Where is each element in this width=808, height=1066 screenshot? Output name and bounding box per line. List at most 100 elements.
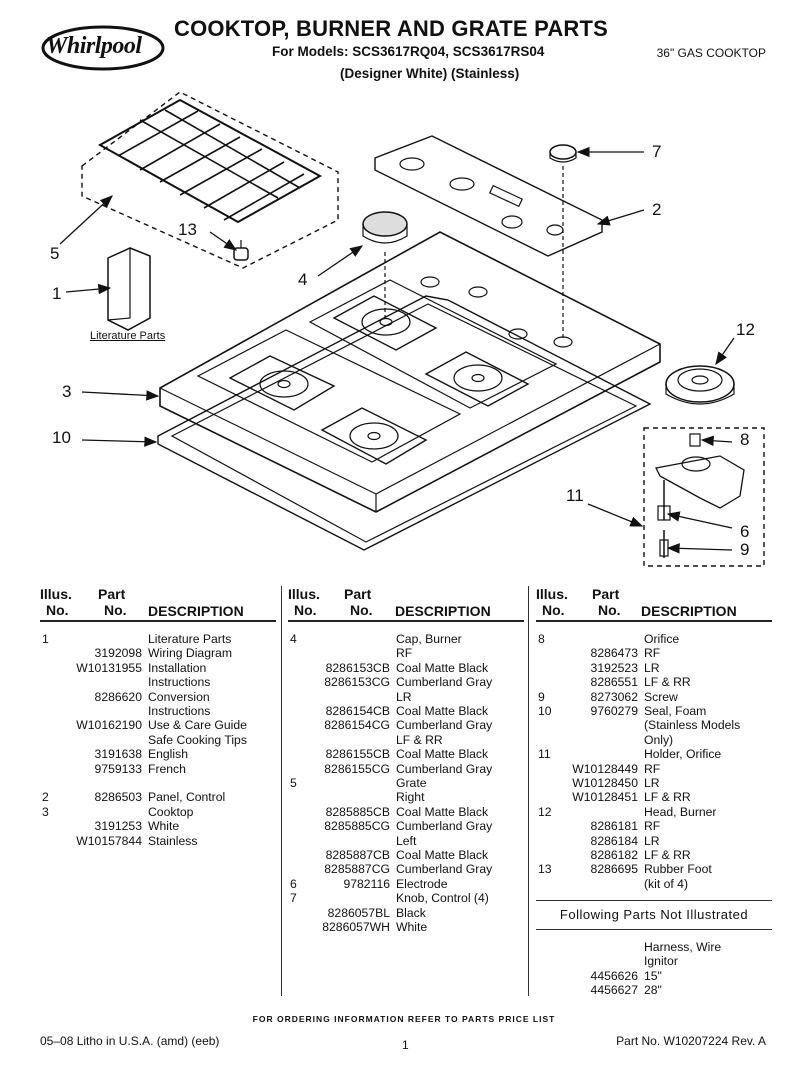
part-number: 8285885CB — [325, 804, 390, 819]
part-description: 15" — [644, 968, 662, 983]
illus-number: 13 — [538, 862, 552, 877]
part-description: 28" — [644, 983, 662, 998]
part-number: 3192098 — [94, 646, 142, 661]
part-description: Coal Matte Black — [396, 660, 489, 675]
illus-number: 11 — [538, 747, 551, 762]
callout-11: 11 — [566, 486, 584, 505]
part-number: 8286181 — [590, 819, 638, 834]
part-description: Head, Burner — [644, 804, 717, 819]
col2-desc-header: DESCRIPTION — [395, 603, 491, 619]
callout-4: 4 — [298, 270, 308, 289]
part-description: Electrode — [396, 876, 448, 891]
part-number: W10128449 — [572, 761, 638, 776]
col3-header-rule — [536, 620, 772, 622]
part-description: LF & RR — [644, 790, 691, 805]
part-description: Literature Parts — [148, 632, 232, 646]
part-number: 9782116 — [343, 876, 390, 891]
illus-number: 1 — [42, 632, 49, 646]
part-number: W10162190 — [76, 718, 142, 733]
part-number: 8286057BL — [327, 905, 390, 920]
illus-number: 4 — [290, 632, 297, 646]
part-number: 8286473 — [590, 646, 638, 661]
part-number: 8285887CG — [324, 862, 390, 877]
part-description: Screw — [644, 689, 678, 704]
part-number: 8286182 — [590, 848, 638, 862]
part-number: 9760279 — [590, 704, 638, 718]
whirlpool-logo — [41, 25, 165, 71]
part-number: 8286155CB — [325, 747, 390, 762]
product-type: 36" GAS COOKTOP — [656, 46, 766, 60]
callout-13: 13 — [178, 220, 197, 239]
col1-illus-header: Illus.No. — [40, 586, 72, 618]
illus-number: 12 — [538, 804, 552, 819]
callout-5: 5 — [50, 244, 60, 263]
part-number: 3192523 — [590, 660, 638, 675]
page-title: COOKTOP, BURNER AND GRATE PARTS — [174, 16, 609, 41]
part-description: Ignitor — [644, 954, 678, 969]
callout-3: 3 — [62, 382, 72, 401]
illus-number: 10 — [538, 704, 552, 718]
illus-number: 2 — [42, 790, 49, 805]
part-description: Seal, Foam — [644, 704, 707, 718]
part-number: 4456627 — [590, 983, 638, 998]
part-description: Orifice — [644, 632, 680, 646]
part-description: English — [148, 747, 188, 762]
colors-line: (Designer White) (Stainless) — [340, 66, 520, 81]
part-number: W10131955 — [76, 660, 142, 675]
col1-header-rule — [40, 620, 276, 622]
part-description: LR — [644, 776, 660, 790]
illus-number: 7 — [290, 891, 297, 906]
part-description: Coal Matte Black — [396, 704, 489, 718]
part-number: 8285887CB — [325, 848, 390, 862]
part-number: 8286153CB — [325, 660, 390, 675]
part-description: RF — [644, 761, 661, 776]
illus-number: 5 — [290, 776, 297, 790]
part-description: Coal Matte Black — [396, 747, 489, 762]
callout-2: 2 — [652, 200, 662, 219]
part-description: White — [396, 920, 428, 934]
page-number: 1 — [402, 1038, 409, 1052]
part-number: 8286154CG — [324, 718, 390, 733]
part-description: Cumberland Gray — [396, 675, 493, 690]
part-number: 4456626 — [590, 968, 638, 983]
part-description: RF — [396, 646, 413, 661]
part-description: Use & Care Guide — [148, 718, 247, 733]
part-description: Grate — [396, 776, 427, 790]
part-description: Safe Cooking Tips — [148, 732, 247, 747]
part-number: W10128451 — [572, 790, 638, 805]
illus-number: 6 — [290, 876, 297, 891]
part-description: Cumberland Gray — [396, 718, 493, 733]
col3-illus-header: Illus.No. — [536, 586, 568, 618]
part-description: Harness, Wire — [644, 940, 722, 954]
part-description: RF — [644, 646, 661, 661]
illus-number: 9 — [538, 689, 545, 704]
part-description: Right — [396, 790, 425, 805]
part-description: LR — [396, 689, 412, 704]
part-description: Coal Matte Black — [396, 848, 489, 862]
part-description: LF & RR — [396, 732, 443, 747]
part-description: Cumberland Gray — [396, 819, 493, 834]
part-description: Cap, Burner — [396, 632, 462, 646]
col1-desc-header: DESCRIPTION — [148, 603, 244, 619]
illus-number: 8 — [538, 632, 545, 646]
part-number: 8286153CG — [324, 675, 390, 690]
part-number: 8286057WH — [322, 920, 390, 934]
part-number: 3191638 — [94, 747, 142, 762]
models-line: For Models: SCS3617RQ04, SCS3617RS04 — [272, 44, 545, 59]
part-description: LR — [644, 660, 660, 675]
part-description: Instructions — [148, 675, 211, 690]
part-description: Cumberland Gray — [396, 761, 493, 776]
brand-name: Whirlpool — [46, 33, 142, 59]
document-part-number: Part No. W10207224 Rev. A — [616, 1034, 766, 1048]
callout-9: 9 — [740, 540, 750, 559]
part-description: LF & RR — [644, 675, 691, 690]
part-description: Black — [396, 905, 426, 920]
part-description: Only) — [644, 732, 674, 747]
part-number: 8286155CG — [324, 761, 390, 776]
part-number: 8286695 — [590, 862, 638, 877]
part-number: 8286184 — [590, 833, 638, 848]
part-number: 8285885CG — [324, 819, 390, 834]
